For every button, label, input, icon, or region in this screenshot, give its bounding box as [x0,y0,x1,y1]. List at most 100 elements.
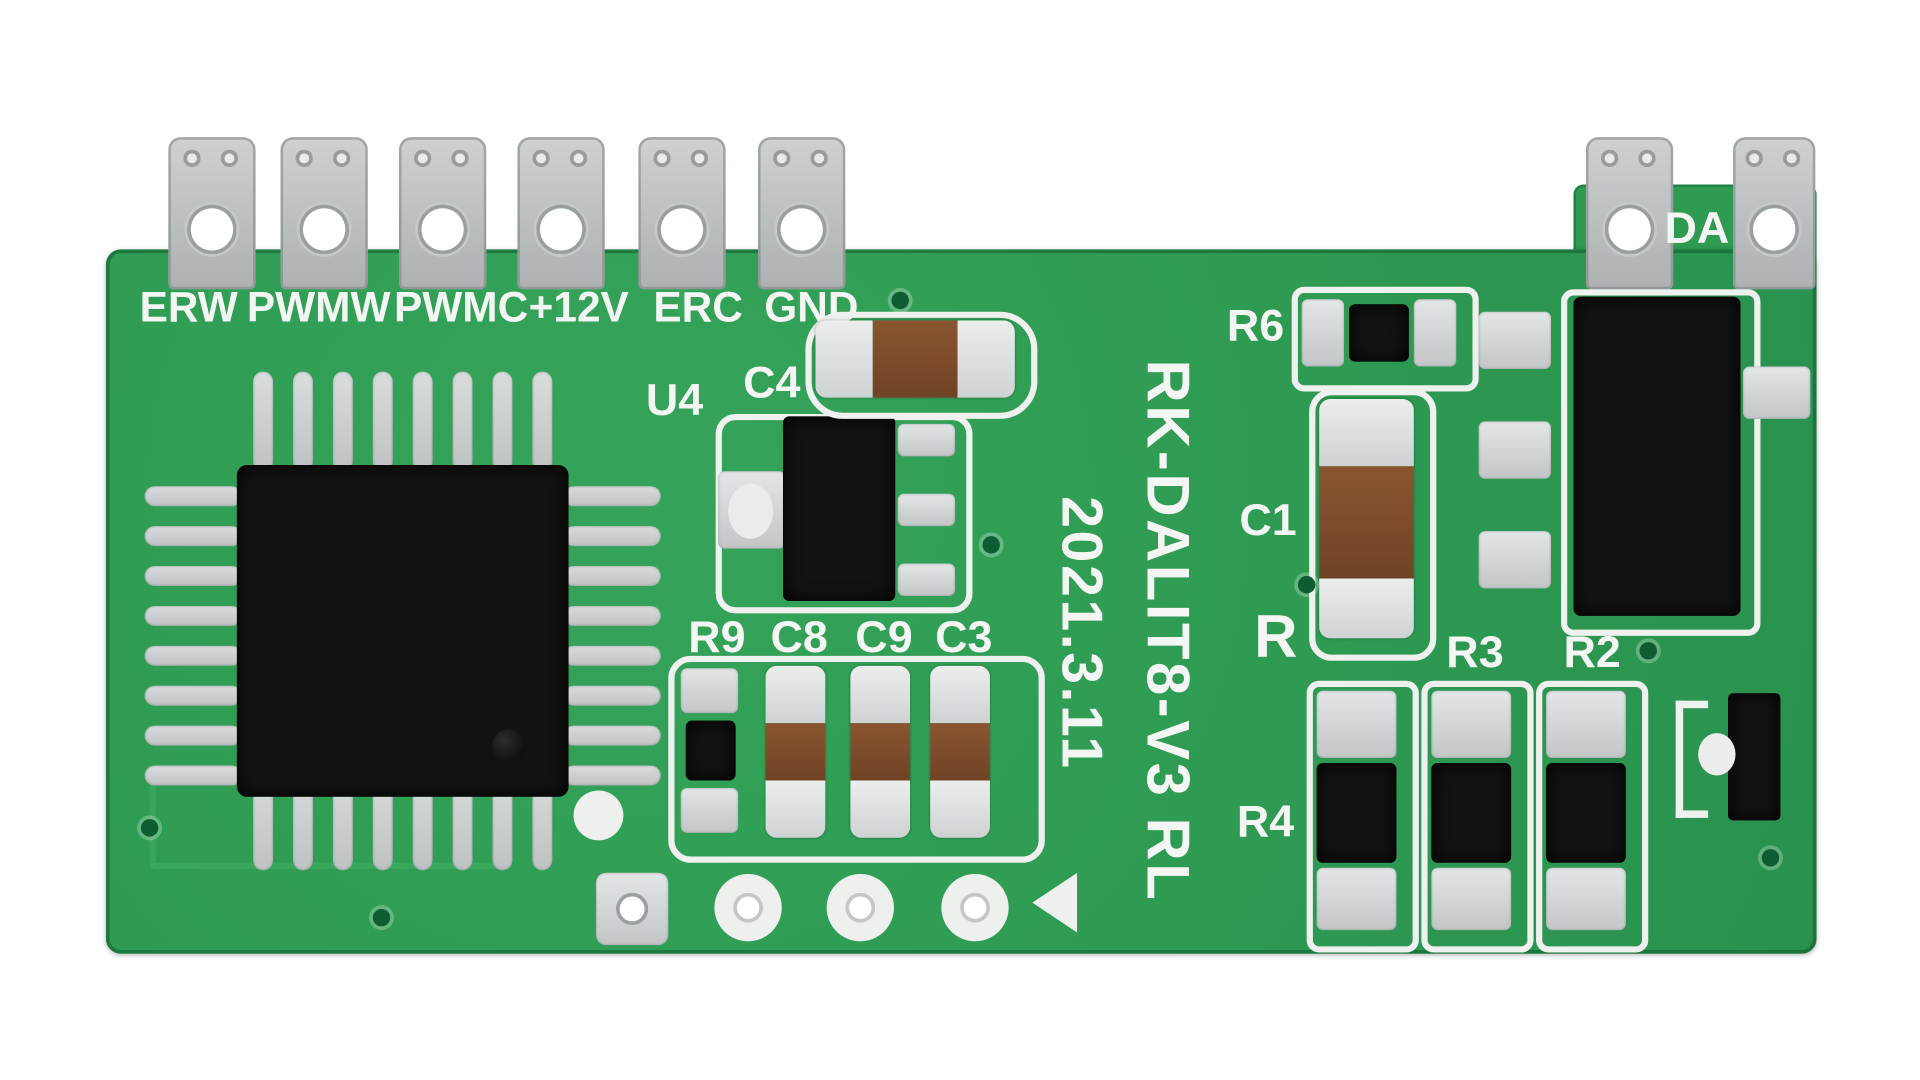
rc-group-silk-outline [668,655,1045,863]
resistor-body [1431,763,1512,863]
qfp-pin [144,526,242,547]
qfp-pin [412,371,433,472]
label-u4: U4 [645,374,704,426]
c8-capacitor [765,665,826,838]
through-hole-pad [714,874,782,942]
c4-capacitor [815,320,1015,398]
label-pwmc: PWMC [393,284,529,332]
u4-body [782,416,896,601]
trace [208,286,216,320]
qfp-pin1-dot [492,729,525,762]
via [1639,642,1657,660]
r6-body [1349,304,1409,362]
qfp-chip-body [236,465,569,797]
trace [320,286,328,320]
qfp-pin [292,371,313,472]
resistor-silk-outline [1421,680,1534,953]
terminal-hole-small [413,149,432,168]
resistor-silk-outline [1306,680,1419,953]
label-r6: R6 [1226,299,1285,351]
u4-pad [897,563,956,596]
terminal-hole-large [1749,204,1800,255]
ic-pad [1478,531,1552,589]
r6-silk-outline [1291,286,1479,392]
qfp-pin [563,645,661,666]
resistor-silk-outline [1536,680,1649,953]
qfp-pin [563,685,661,706]
terminal-hole-small [1638,149,1656,168]
qfp-pin [253,371,274,472]
c1-silk-outline [1309,389,1437,661]
big-ic-silk-outline [1560,289,1761,636]
resistor-pad [1546,867,1626,931]
qfp-pin [372,371,393,472]
resistor-pad [1431,690,1512,759]
terminal-tab-gnd [758,137,846,290]
terminal-hole-large [299,204,350,255]
terminal-hole-large [417,204,468,255]
capacitor-end [1319,578,1414,639]
c4-silk-outline [805,311,1038,419]
terminal-hole-large [536,204,586,255]
capacitor-ceramic [872,320,958,398]
capacitor-ceramic [1319,466,1414,579]
solder-pad-round [573,790,624,841]
capacitor-ceramic [850,723,911,781]
c9-capacitor [850,665,911,838]
label-c4: C4 [743,356,801,408]
label-r4: R4 [1236,795,1295,847]
resistor-pad [1546,690,1626,759]
mount-pad-square [595,872,669,946]
c1-capacitor [1319,398,1414,639]
small-comp-solder-blob [1698,733,1736,776]
qfp-pin [563,486,661,507]
terminal-hole-small [773,149,791,168]
terminal-hole-small [1745,149,1763,168]
label-da: DA [1664,201,1730,254]
label-c1: C1 [1239,493,1297,545]
via [982,536,1000,554]
ic-pad [1478,311,1552,370]
label-r2: R2 [1563,625,1621,678]
resistor-pad [1316,867,1397,931]
qfp-pin [144,486,242,507]
via [1297,576,1316,594]
small-comp-silk [1675,700,1684,818]
terminal-tab-pwmc [398,137,487,290]
terminal-hole-large [657,204,707,255]
terminal-tab-pwmw [280,137,368,290]
qfp-pin [563,526,661,547]
capacitor-end [765,780,826,838]
terminal-tab-erw [168,137,256,290]
capacitor-ceramic [930,723,990,781]
terminal-hole-small [1600,149,1619,168]
label-r9: R9 [688,610,746,663]
terminal-hole-small [220,149,239,168]
terminal-hole-small [569,149,588,168]
mount-hole [615,892,649,926]
capacitor-end [850,780,911,838]
qfp-pin [563,605,661,626]
u4-pad [897,493,956,527]
capacitor-end [930,665,990,724]
trace [797,286,806,320]
via [372,908,391,927]
qfp-pin [144,605,242,626]
big-ic-body [1573,296,1741,616]
qfp-pin [144,566,242,586]
terminal-hole-small [653,149,671,168]
u4-solder-blob [728,483,774,539]
terminal-hole-small [183,149,201,168]
terminal-tab-da2 [1733,137,1816,290]
big-ic-tab-pad [1743,366,1811,419]
capacitor-end [930,780,990,838]
r9-body [685,720,736,781]
ic-pad [1478,421,1552,479]
label-r: R [1254,604,1298,671]
trace [678,286,686,320]
terminal-hole-small [295,149,313,168]
capacitor-ceramic [765,723,826,781]
trace [438,286,447,320]
resistor-body [1316,763,1397,863]
silkscreen-date: 2021.3.11 [1049,496,1115,771]
